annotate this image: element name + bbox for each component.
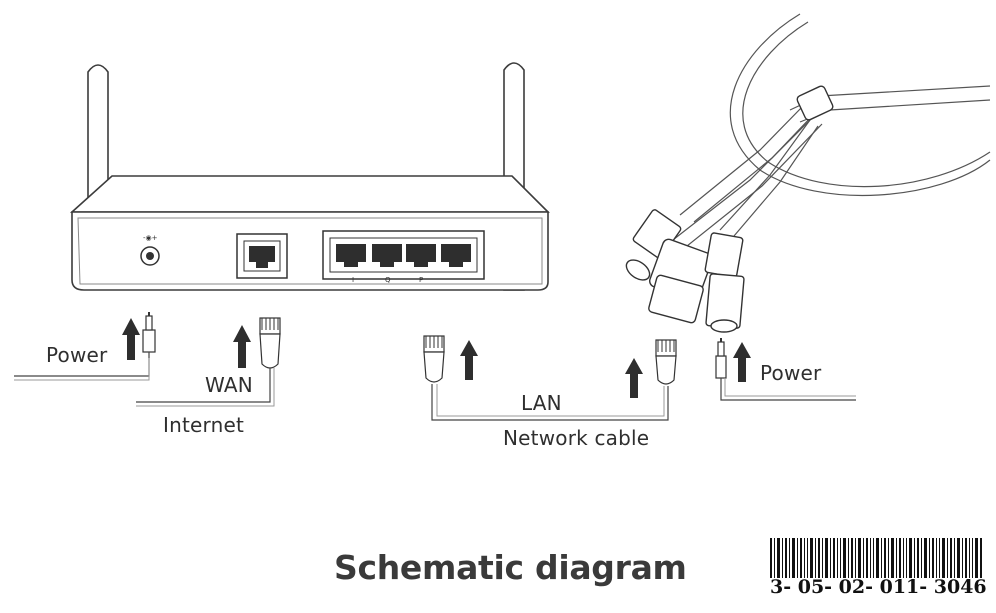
- router-top: [69, 175, 550, 213]
- barcode-icon: [770, 538, 982, 578]
- port-mark-3: P: [419, 276, 423, 284]
- label-wan: WAN: [205, 373, 253, 397]
- port-mark-1: I: [352, 276, 354, 284]
- label-network-cable: Network cable: [503, 426, 650, 450]
- router-wan-port: [236, 233, 288, 279]
- arrow-up-icon: [733, 342, 751, 382]
- router-power-jack: -◉+: [140, 234, 160, 266]
- right-power-plug: [715, 338, 856, 401]
- label-power-left: Power: [46, 343, 108, 367]
- camera-pigtail-cable: [659, 13, 991, 259]
- port-mark-2: Q: [385, 276, 391, 284]
- pigtail-connectors: [625, 85, 834, 333]
- arrow-up-icon: [625, 358, 643, 398]
- arrow-up-icon: [233, 325, 251, 368]
- barcode-number: 3- 05- 02- 011- 3046: [770, 576, 987, 598]
- arrow-up-icon: [460, 340, 478, 380]
- label-internet: Internet: [163, 413, 245, 437]
- lan-rj45-plug-camera-end: [655, 339, 677, 385]
- network-cable: [431, 384, 669, 421]
- wan-rj45-plug: [136, 317, 281, 407]
- svg-text:-◉+: -◉+: [143, 234, 158, 242]
- diagram-title: Schematic diagram: [334, 548, 687, 587]
- label-power-right: Power: [760, 361, 822, 385]
- left-power-plug: [14, 312, 156, 381]
- router-lan-ports: I Q P: [322, 230, 485, 284]
- label-lan: LAN: [521, 391, 562, 415]
- lan-rj45-plug-router-end: [423, 335, 445, 383]
- arrow-up-icon: [122, 318, 140, 360]
